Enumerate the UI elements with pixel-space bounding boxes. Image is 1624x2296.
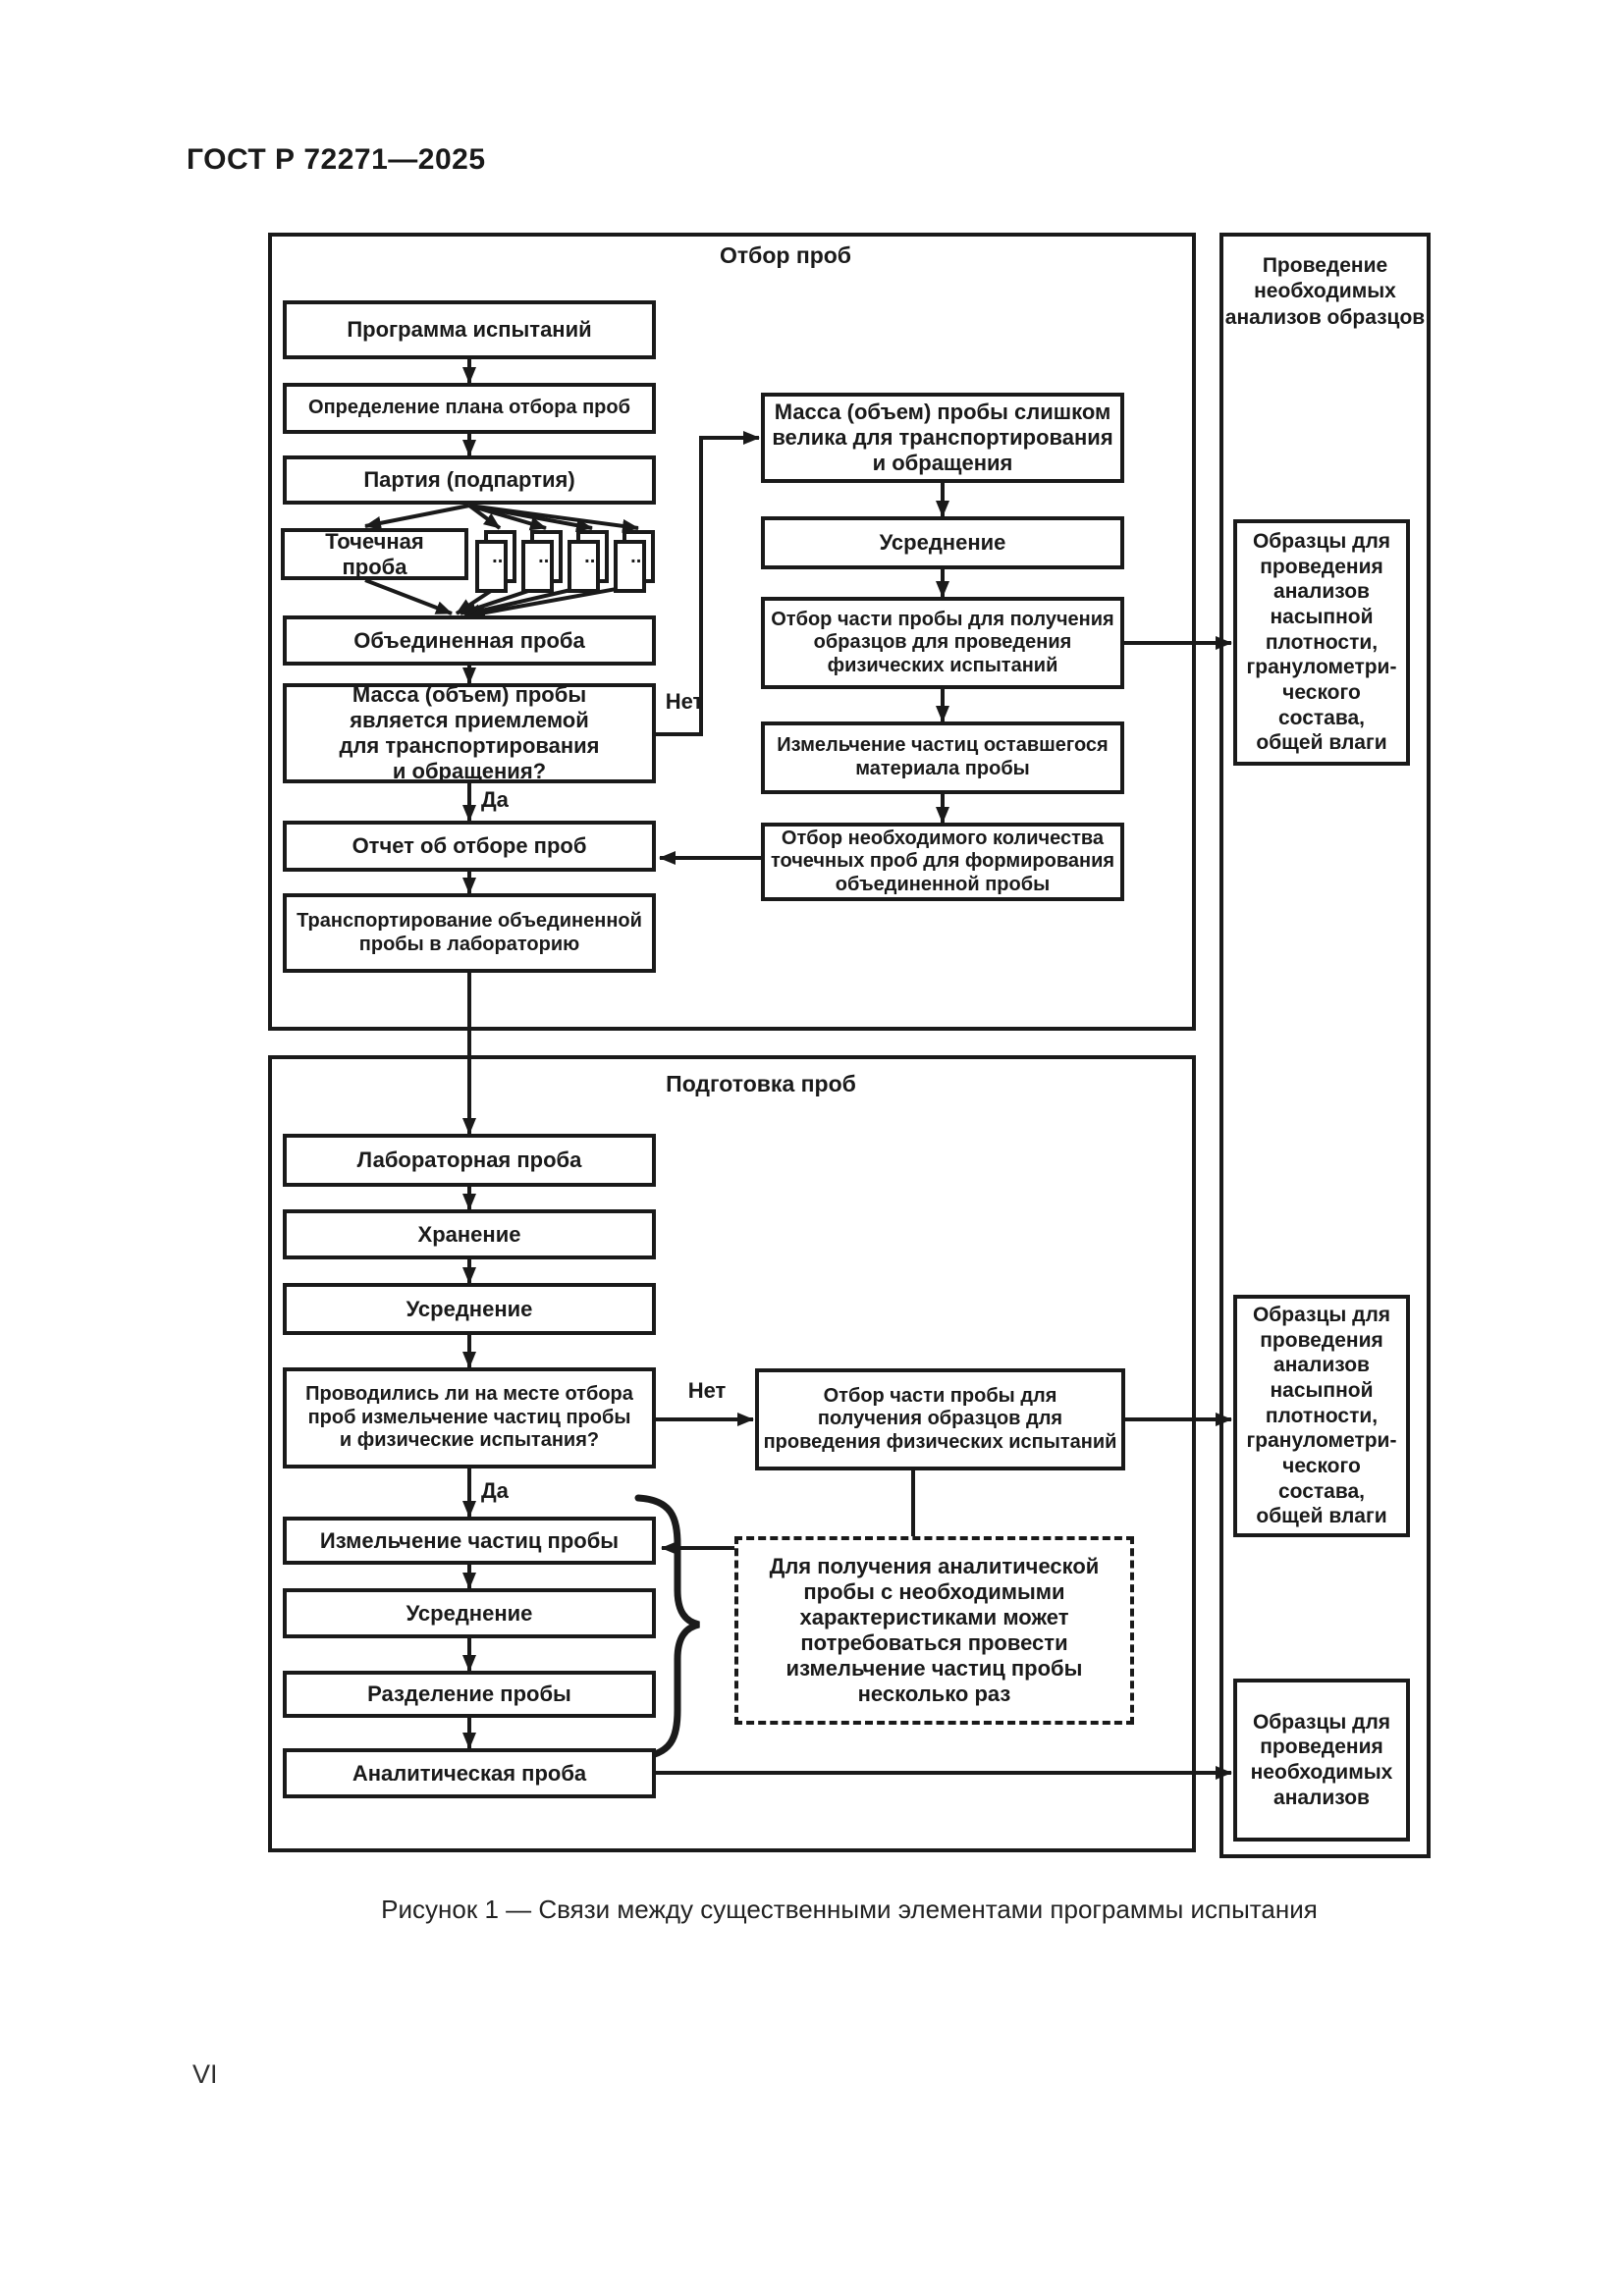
node-grinding-rest: Измельчение частиц оставшегося материала… bbox=[761, 721, 1124, 794]
node-samples-physical-top: Образцы для проведения анализов насыпной… bbox=[1233, 519, 1410, 766]
figure-caption: Рисунок 1 — Связи между существенными эл… bbox=[381, 1895, 1318, 1924]
node-transport-to-lab: Транспортирование объединенной пробы в л… bbox=[283, 893, 656, 973]
node-test-program: Программа испытаний bbox=[283, 300, 656, 359]
node-part-selection-bottom: Отбор части пробы для получения образцов… bbox=[755, 1368, 1125, 1470]
node-part-selection-top: Отбор части пробы для получения образцов… bbox=[761, 597, 1124, 689]
node-averaging-mid: Усреднение bbox=[283, 1283, 656, 1335]
sampling-section-frame bbox=[268, 233, 1196, 1031]
node-sampling-plan: Определение плана отбора проб bbox=[283, 383, 656, 434]
node-lot: Партия (подпартия) bbox=[283, 455, 656, 505]
node-increment-more-3: ... bbox=[568, 530, 609, 593]
analysis-section-frame bbox=[1219, 233, 1431, 1858]
preparation-section-frame bbox=[268, 1055, 1196, 1852]
node-note: Для получения аналитической пробы с необ… bbox=[734, 1536, 1134, 1725]
label-yes-top: Да bbox=[481, 787, 509, 812]
analysis-section-title: Проведение необходимых анализов образцов bbox=[1224, 254, 1426, 329]
node-mass-acceptable-question: Масса (объем) пробы является приемлемой … bbox=[283, 682, 656, 783]
node-lab-sample: Лабораторная проба bbox=[283, 1134, 656, 1187]
node-mass-too-big: Масса (объем) пробы слишком велика для т… bbox=[761, 393, 1124, 483]
node-increment-more-1: ... bbox=[475, 530, 516, 593]
node-grinding: Измельчение частиц пробы bbox=[283, 1517, 656, 1565]
node-storage: Хранение bbox=[283, 1209, 656, 1259]
preparation-section-title: Подготовка проб bbox=[666, 1071, 856, 1096]
node-averaging-bottom: Усреднение bbox=[283, 1588, 656, 1638]
label-no-bottom: Нет bbox=[687, 1378, 727, 1403]
node-division: Разделение пробы bbox=[283, 1671, 656, 1718]
node-increment: Точечная проба bbox=[281, 528, 468, 580]
node-analytical-sample: Аналитическая проба bbox=[283, 1748, 656, 1798]
label-yes-bottom: Да bbox=[481, 1478, 509, 1503]
sampling-section-title: Отбор проб bbox=[719, 242, 852, 268]
page-number: VI bbox=[192, 2059, 218, 2089]
node-onsite-question: Проводились ли на месте отбора проб изме… bbox=[283, 1367, 656, 1468]
node-increment-more-2: ... bbox=[521, 530, 563, 593]
node-samples-required: Образцы для проведения необходимых анали… bbox=[1233, 1679, 1410, 1842]
node-samples-physical-bottom: Образцы для проведения анализов насыпной… bbox=[1233, 1295, 1410, 1537]
standard-number: ГОСТ Р 72271—2025 bbox=[187, 143, 486, 176]
node-combined-sample: Объединенная проба bbox=[283, 615, 656, 666]
node-increments-needed: Отбор необходимого количества точечных п… bbox=[761, 823, 1124, 901]
node-increment-more-4: ... bbox=[614, 530, 655, 593]
node-averaging-top: Усреднение bbox=[761, 516, 1124, 569]
label-no-top: Нет bbox=[665, 689, 704, 714]
node-sampling-report: Отчет об отборе проб bbox=[283, 821, 656, 872]
